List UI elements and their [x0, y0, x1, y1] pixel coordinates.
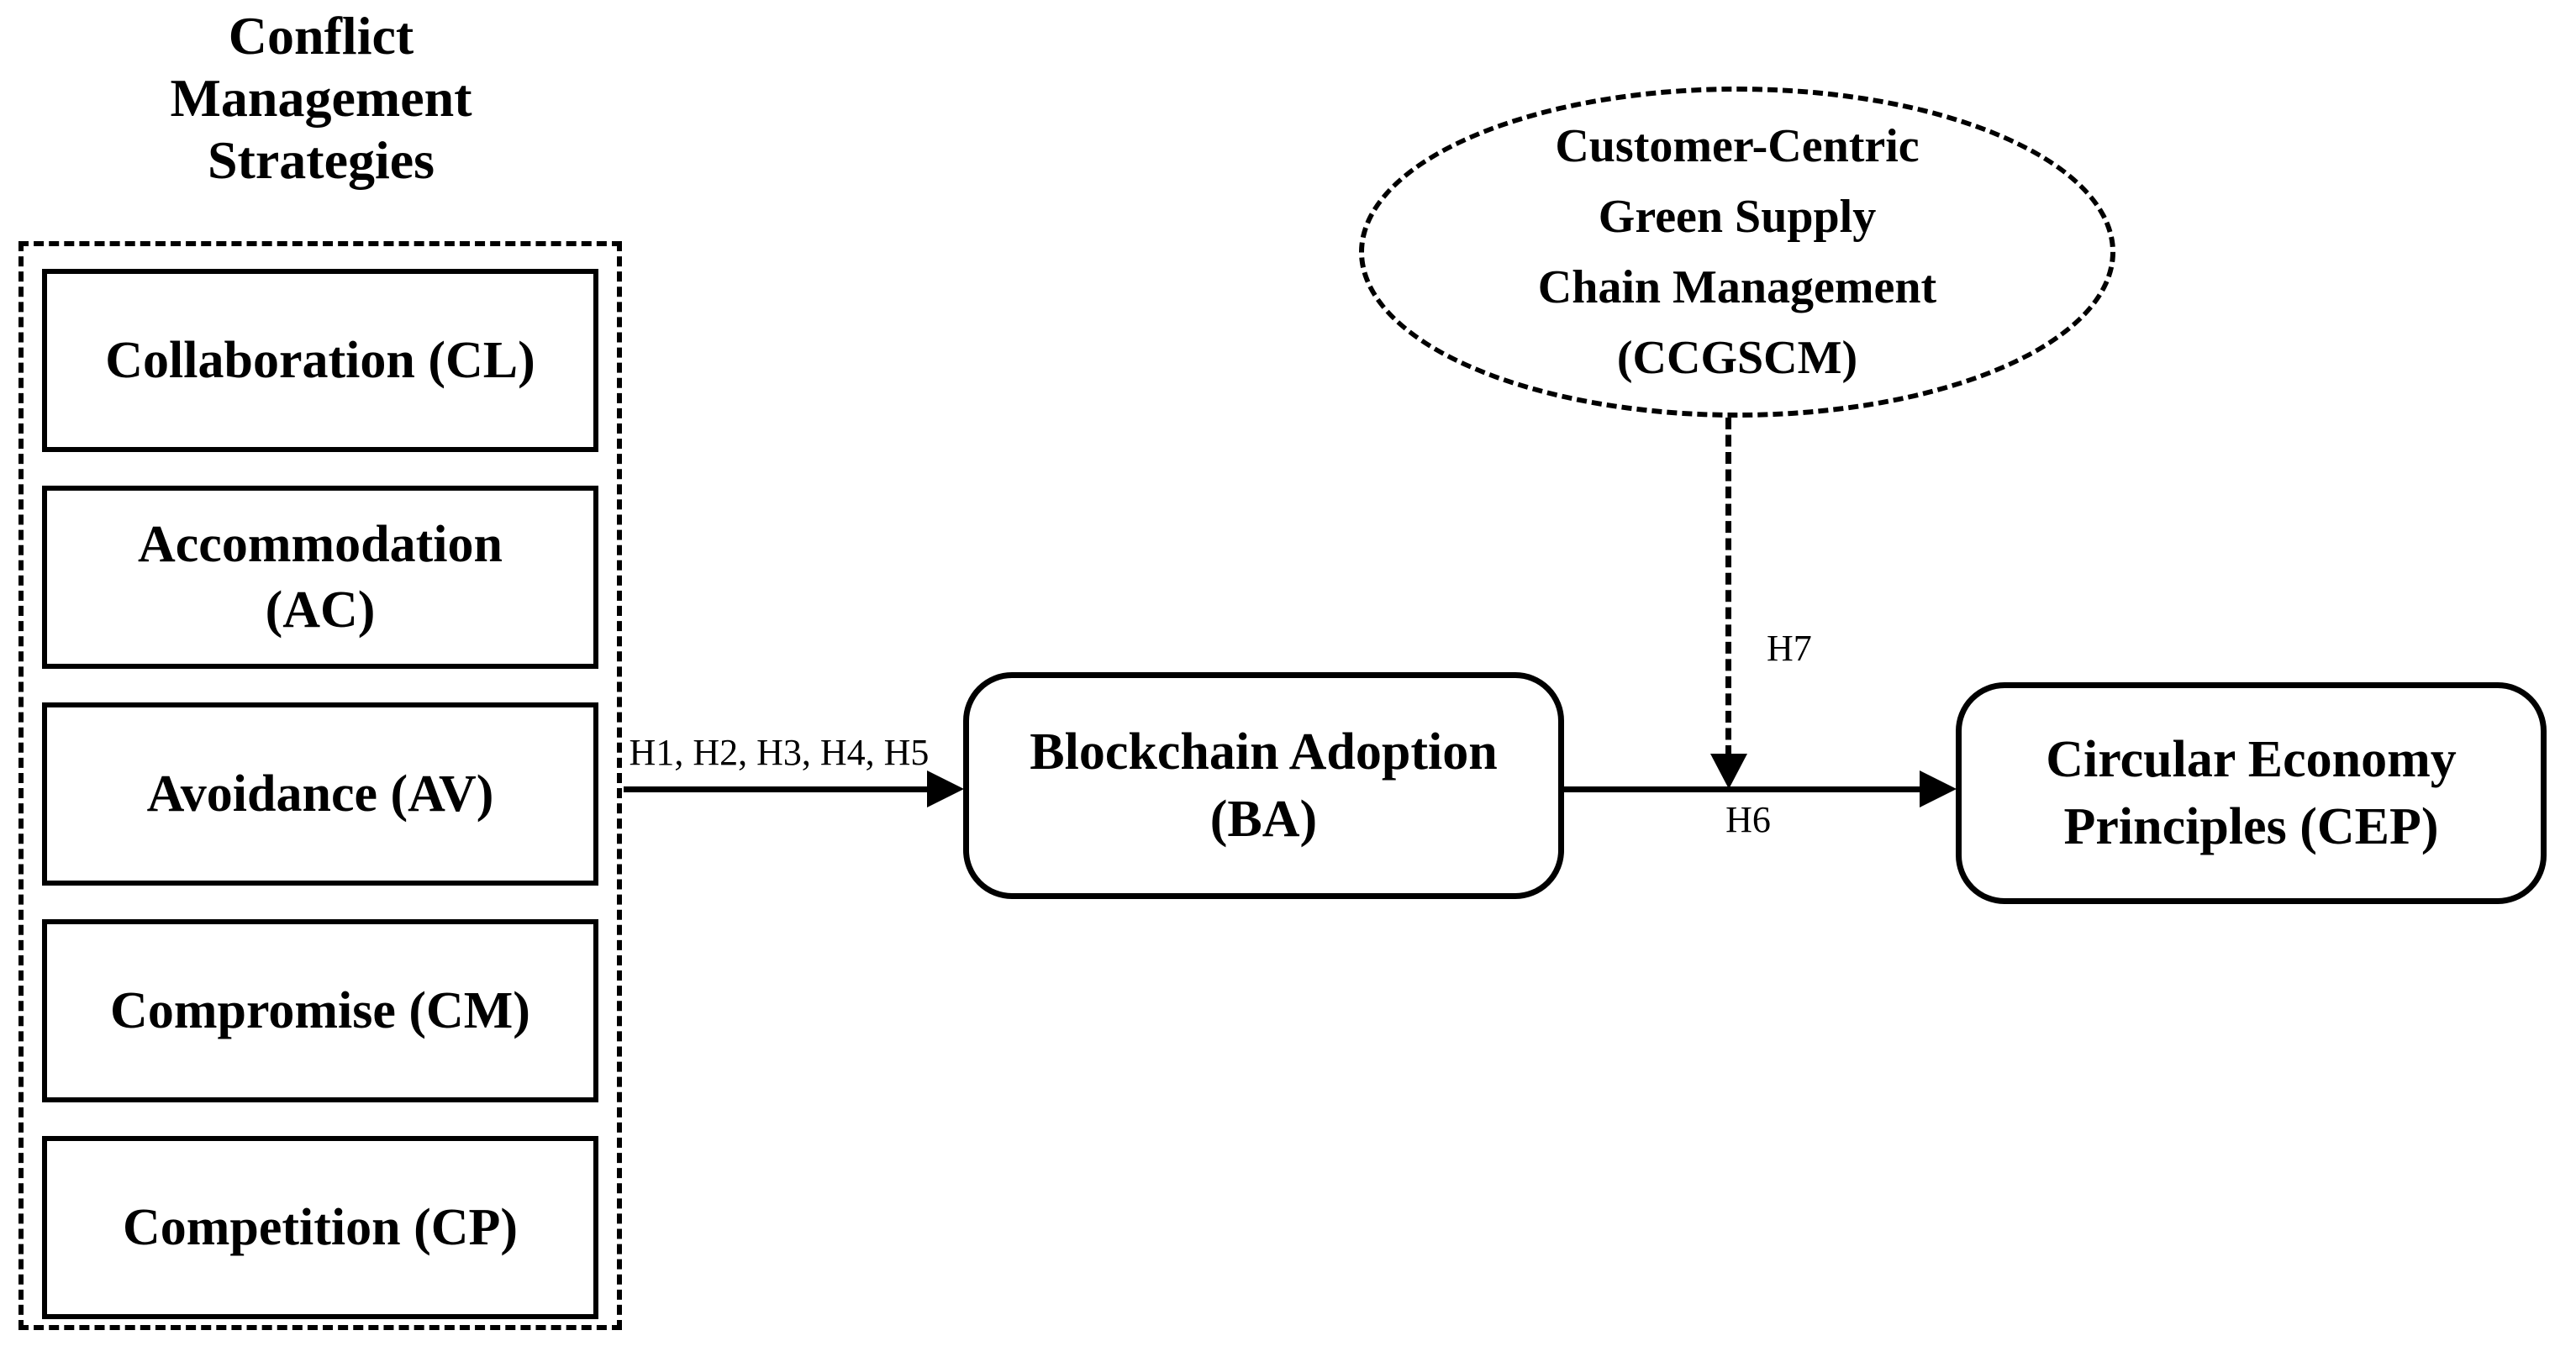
ccgscm-ellipse: Customer-Centric Green Supply Chain Mana… — [1359, 87, 2115, 418]
blockchain-adoption-label-line: Blockchain Adoption — [1030, 723, 1498, 781]
h1-h5-arrow-line — [624, 786, 930, 792]
avoidance-label: Avoidance (AV) — [146, 765, 494, 823]
h1-h5-hypothesis-label: H1, H2, H3, H4, H5 — [629, 732, 930, 773]
competition-box: Competition (CP) — [42, 1136, 598, 1319]
arrowhead-right-icon — [1920, 770, 1957, 807]
collaboration-label: Collaboration (CL) — [105, 332, 535, 389]
title-line: Conflict — [228, 6, 414, 66]
avoidance-box: Avoidance (AV) — [42, 702, 598, 886]
collaboration-box: Collaboration (CL) — [42, 269, 598, 452]
ccgscm-label-line: Customer-Centric — [1555, 120, 1920, 172]
compromise-box: Compromise (CM) — [42, 919, 598, 1102]
arrowhead-right-icon — [927, 770, 964, 807]
conflict-management-strategies-title: Conflict Management Strategies — [86, 5, 556, 192]
conflict-strategies-group-container — [18, 241, 622, 1330]
accommodation-box: Accommodation (AC) — [42, 486, 598, 669]
ccgscm-label-line: Chain Management — [1537, 261, 1937, 313]
title-line: Management — [170, 68, 472, 128]
competition-label: Competition (CP) — [122, 1199, 519, 1256]
h7-hypothesis-label: H7 — [1767, 628, 1812, 669]
title-line: Strategies — [207, 130, 435, 190]
circular-economy-principles-node: Circular Economy Principles (CEP) — [1956, 682, 2547, 904]
accommodation-label-line: Accommodation — [138, 516, 503, 573]
compromise-label: Compromise (CM) — [110, 982, 530, 1039]
circular-economy-label-line: Principles (CEP) — [2063, 798, 2439, 855]
h7-dashed-arrow-line — [1725, 418, 1731, 757]
blockchain-adoption-node: Blockchain Adoption (BA) — [963, 672, 1564, 899]
blockchain-adoption-label-line: (BA) — [1209, 791, 1318, 848]
arrowhead-down-icon — [1710, 754, 1747, 789]
h6-hypothesis-label: H6 — [1725, 799, 1771, 840]
ccgscm-label-line: Green Supply — [1598, 191, 1877, 243]
circular-economy-label-line: Circular Economy — [2046, 731, 2457, 788]
accommodation-label-line: (AC) — [265, 581, 376, 639]
h6-arrow-line — [1564, 786, 1922, 792]
ccgscm-label-line: (CCGSCM) — [1616, 332, 1858, 384]
